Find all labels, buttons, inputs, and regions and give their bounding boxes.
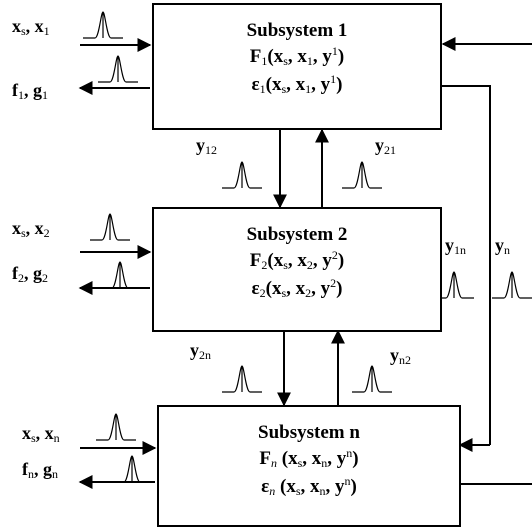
subsystem-n-error: εn (xs, xn, yn) bbox=[261, 474, 357, 498]
distribution-icon bbox=[434, 271, 474, 299]
distribution-icon bbox=[112, 455, 152, 483]
label-y21: y21 bbox=[375, 135, 396, 157]
subsystem-2-error: ε2(xs, x2, y2) bbox=[251, 276, 343, 300]
distribution-icon bbox=[83, 11, 123, 39]
subsystem-n-title: Subsystem n bbox=[258, 422, 360, 443]
distribution-icon bbox=[98, 55, 138, 83]
label-input-subsystem-2: xs, x2 bbox=[12, 218, 50, 240]
distribution-icon bbox=[492, 271, 532, 299]
distribution-icon bbox=[222, 365, 262, 393]
label-y1n: y1n bbox=[445, 235, 466, 257]
subsystem-1-title: Subsystem 1 bbox=[246, 20, 348, 41]
label-input-subsystem-n: xs, xn bbox=[22, 423, 60, 445]
distribution-icon bbox=[96, 413, 136, 441]
label-output-subsystem-n: fn, gn bbox=[22, 459, 58, 481]
label-yn2: yn2 bbox=[390, 345, 411, 367]
label-output-subsystem-2: f2, g2 bbox=[12, 263, 48, 285]
subsystem-2-box: Subsystem 2 F2(xs, x2, y2) ε2(xs, x2, y2… bbox=[152, 207, 442, 332]
coupling-line-y1n bbox=[441, 85, 491, 445]
distribution-icon bbox=[222, 161, 262, 189]
label-output-subsystem-1: f1, g1 bbox=[12, 80, 48, 102]
subsystem-1-error: ε1(xs, x1, y1) bbox=[251, 72, 343, 96]
label-y2n: y2n bbox=[190, 340, 211, 362]
subsystem-2-title: Subsystem 2 bbox=[246, 224, 348, 245]
subsystem-n-function: Fn (xs, xn, yn) bbox=[259, 446, 359, 470]
subsystem-1-function: F1(xs, x1, y1) bbox=[249, 44, 345, 68]
distribution-icon bbox=[90, 213, 130, 241]
subsystem-n-box: Subsystem n Fn (xs, xn, yn) εn (xs, xn, … bbox=[157, 405, 461, 527]
label-yn: yn bbox=[495, 235, 510, 257]
distribution-icon bbox=[342, 161, 382, 189]
subsystem-2-function: F2(xs, x2, y2) bbox=[249, 248, 345, 272]
subsystem-1-box: Subsystem 1 F1(xs, x1, y1) ε1(xs, x1, y1… bbox=[152, 3, 442, 130]
label-y12: y12 bbox=[196, 135, 217, 157]
label-input-subsystem-1: xs, x1 bbox=[12, 16, 50, 38]
distribution-icon bbox=[100, 261, 140, 289]
distribution-icon bbox=[352, 365, 392, 393]
